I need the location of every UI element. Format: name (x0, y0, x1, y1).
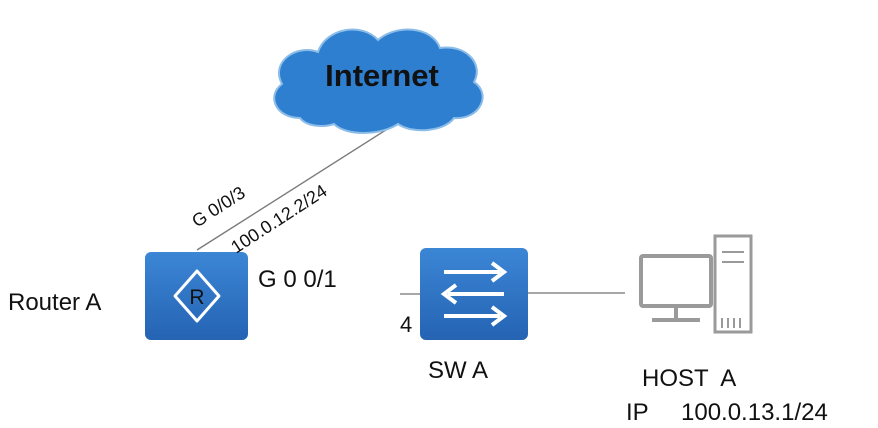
host-ip-label: IP (626, 399, 649, 426)
switch-a-icon (420, 248, 528, 340)
internet-label: Internet (325, 58, 439, 93)
internet-cloud-icon (273, 28, 484, 134)
router-wan-interface-label: G 0/0/3 (188, 182, 248, 231)
router-lan-interface-label: G 0 0/1 (258, 266, 337, 293)
router-a-icon (145, 252, 248, 340)
link-router-internet (196, 127, 390, 251)
router-name-label: Router A (8, 289, 101, 316)
host-ip-value: 100.0.13.1/24 (681, 399, 828, 426)
host-computer-icon (639, 234, 753, 334)
switch-name-label: SW A (428, 357, 488, 384)
router-symbol: R (189, 286, 204, 309)
host-name-label: HOST A (642, 365, 736, 392)
switch-port-label: 4 (400, 312, 412, 337)
